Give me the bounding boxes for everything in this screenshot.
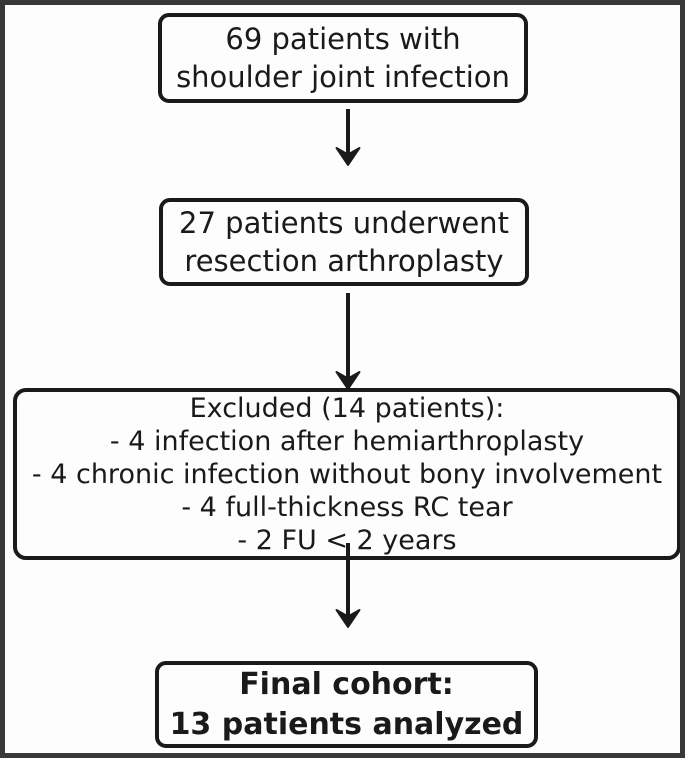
excluded-heading: Excluded (14 patients): [189, 392, 505, 424]
flow-arrow-down-icon [335, 293, 361, 390]
flow-box-text-line: 69 patients with [225, 22, 461, 56]
excluded-item: - 2 FU < 2 years [237, 524, 457, 556]
flow-arrow-down-icon [335, 109, 361, 166]
flow-box-text-line: shoulder joint infection [176, 60, 510, 94]
flow-box-initial-cohort: 69 patients with shoulder joint infectio… [158, 13, 528, 103]
excluded-item: - 4 infection after hemiarthroplasty [109, 425, 585, 457]
flow-box-final-cohort: Final cohort: 13 patients analyzed [155, 661, 538, 748]
flow-box-text-line: resection arthroplasty [184, 244, 504, 278]
flow-box-text-line: Final cohort: [239, 666, 454, 702]
flow-box-text-line: 13 patients analyzed [169, 706, 524, 742]
flow-box-text-line: 27 patients underwent [179, 206, 509, 240]
excluded-item: - 4 chronic infection without bony invol… [31, 458, 663, 490]
flow-box-excluded: Excluded (14 patients): - 4 infection af… [13, 388, 680, 560]
flow-box-resection-arthroplasty: 27 patients underwent resection arthropl… [159, 198, 529, 286]
excluded-item: - 4 full-thickness RC tear [181, 491, 513, 523]
